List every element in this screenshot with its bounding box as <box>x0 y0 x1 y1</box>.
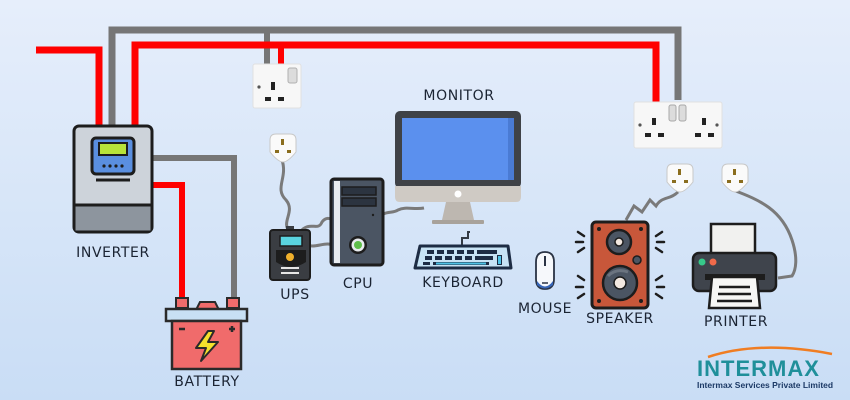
battery-wire-live <box>152 182 185 300</box>
ups-plug-cable <box>279 159 292 234</box>
single-socket[interactable] <box>252 63 302 109</box>
cpu-monitor-cable <box>378 206 425 219</box>
label-inverter: INVERTER <box>76 245 150 261</box>
label-monitor: MONITOR <box>423 88 495 104</box>
mouse-icon[interactable] <box>535 251 555 290</box>
printer-icon[interactable] <box>691 222 778 310</box>
cpu-icon[interactable] <box>329 177 385 267</box>
intermax-logo: INTERMAX Intermax Services Private Limit… <box>697 348 837 390</box>
speaker-plug[interactable] <box>666 163 694 193</box>
live-wire-main <box>131 41 660 126</box>
label-battery: BATTERY <box>174 374 240 390</box>
battery-icon[interactable] <box>164 297 249 371</box>
logo-name: INTERMAX <box>697 356 820 381</box>
speaker-icon[interactable] <box>574 220 666 310</box>
double-socket[interactable] <box>633 101 723 149</box>
neutral-wire-main <box>108 26 682 128</box>
ups-plug[interactable] <box>269 133 297 163</box>
label-printer: PRINTER <box>703 314 769 330</box>
keyboard-cable <box>461 231 470 246</box>
wires <box>36 26 798 300</box>
monitor-icon[interactable] <box>395 111 521 224</box>
label-speaker: SPEAKER <box>586 311 654 327</box>
speaker-plug-cable <box>624 190 680 221</box>
label-mouse: MOUSE <box>517 301 573 317</box>
logo-arc <box>707 346 833 359</box>
label-keyboard: KEYBOARD <box>422 275 504 291</box>
printer-plug[interactable] <box>721 163 749 193</box>
label-cpu: CPU <box>342 276 374 292</box>
label-ups: UPS <box>280 287 310 303</box>
keyboard-icon[interactable] <box>413 244 513 270</box>
battery-wire-neutral <box>152 155 237 300</box>
logo-tagline: Intermax Services Private Limited <box>697 380 834 390</box>
printer-plug-cable <box>732 188 798 280</box>
inverter-icon[interactable] <box>72 124 154 234</box>
live-wire-mains <box>36 46 103 126</box>
ups-icon[interactable] <box>269 226 311 281</box>
